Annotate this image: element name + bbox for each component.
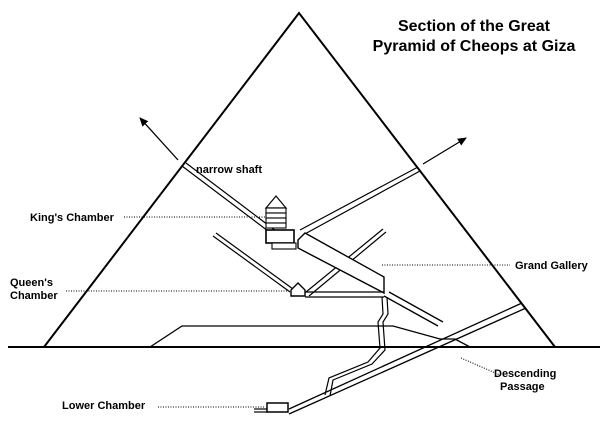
narrow-shaft-label: narrow shaft xyxy=(196,164,262,176)
queens-chamber-label-line-2: Chamber xyxy=(10,290,58,302)
ascending-passage xyxy=(383,291,444,327)
leader-lines xyxy=(66,216,510,408)
queens-chamber xyxy=(290,282,306,297)
well-shaft xyxy=(324,296,389,397)
kings-chamber-label: King's Chamber xyxy=(30,212,115,224)
pyramid-outline xyxy=(43,11,556,348)
title-line-2: Pyramid of Cheops at Giza xyxy=(373,38,576,55)
lower-chamber-label: Lower Chamber xyxy=(62,400,146,412)
antechamber xyxy=(271,242,297,250)
relieving-chambers xyxy=(264,195,288,229)
descending-passage-label-line-2: Passage xyxy=(500,381,545,393)
queens-north-shaft xyxy=(212,232,294,293)
kings-south-shaft xyxy=(299,166,421,236)
horizontal-passage xyxy=(305,291,384,298)
south-shaft-arrow xyxy=(422,137,467,165)
descending-passage-label-line-1: Descending xyxy=(494,368,556,380)
north-shaft-arrow xyxy=(139,117,179,161)
kings-chamber xyxy=(265,229,295,244)
grand-gallery xyxy=(297,232,385,295)
grand-gallery-label: Grand Gallery xyxy=(515,260,589,272)
descending-passage xyxy=(288,302,527,415)
title-line-1: Section of the Great xyxy=(398,18,551,35)
kings-north-shaft xyxy=(181,162,277,235)
bedrock-profile xyxy=(44,325,471,348)
queens-chamber-label-line-1: Queen's xyxy=(10,277,53,289)
lower-chamber xyxy=(254,402,289,413)
